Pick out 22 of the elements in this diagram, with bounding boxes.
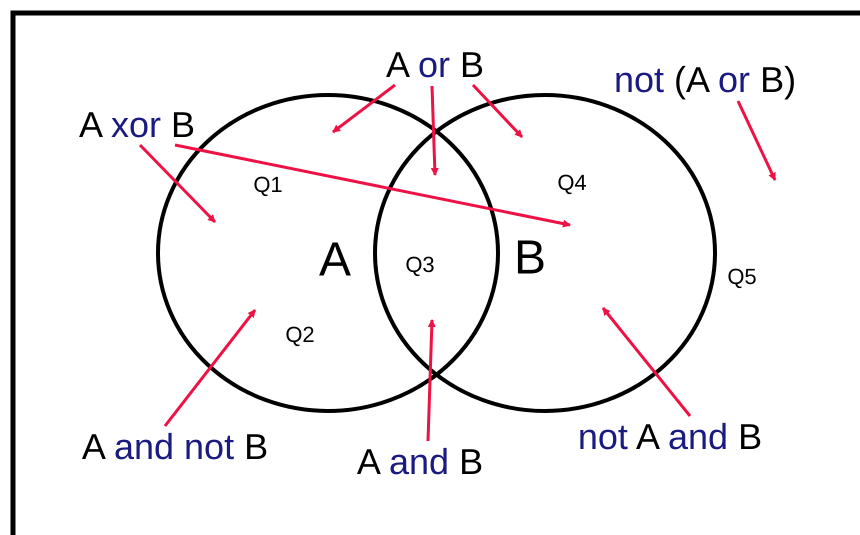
set-expression: A and not B bbox=[82, 426, 268, 468]
set-expression: not A and B bbox=[578, 416, 762, 458]
leader-arrow bbox=[164, 309, 256, 427]
leader-arrow bbox=[472, 84, 524, 138]
set-name: A bbox=[319, 232, 351, 288]
region-label: Q2 bbox=[285, 322, 315, 348]
set-name: B bbox=[514, 230, 546, 286]
leader-arrow bbox=[332, 84, 396, 134]
set-expression: A xor B bbox=[78, 104, 196, 146]
region-label: Q3 bbox=[405, 252, 435, 278]
region-label: Q5 bbox=[727, 264, 757, 290]
region-label: Q4 bbox=[557, 170, 587, 196]
leader-arrow bbox=[174, 144, 571, 228]
set-expression: A and B bbox=[356, 441, 484, 483]
leader-arrow bbox=[138, 144, 216, 224]
leader-arrow bbox=[426, 319, 436, 442]
leader-arrow bbox=[430, 86, 439, 176]
leader-arrow bbox=[602, 307, 692, 417]
set-expression: not (A or B) bbox=[614, 59, 796, 101]
region-label: Q1 bbox=[253, 172, 283, 198]
set-expression: A or B bbox=[386, 44, 484, 86]
leader-arrow bbox=[736, 100, 776, 181]
